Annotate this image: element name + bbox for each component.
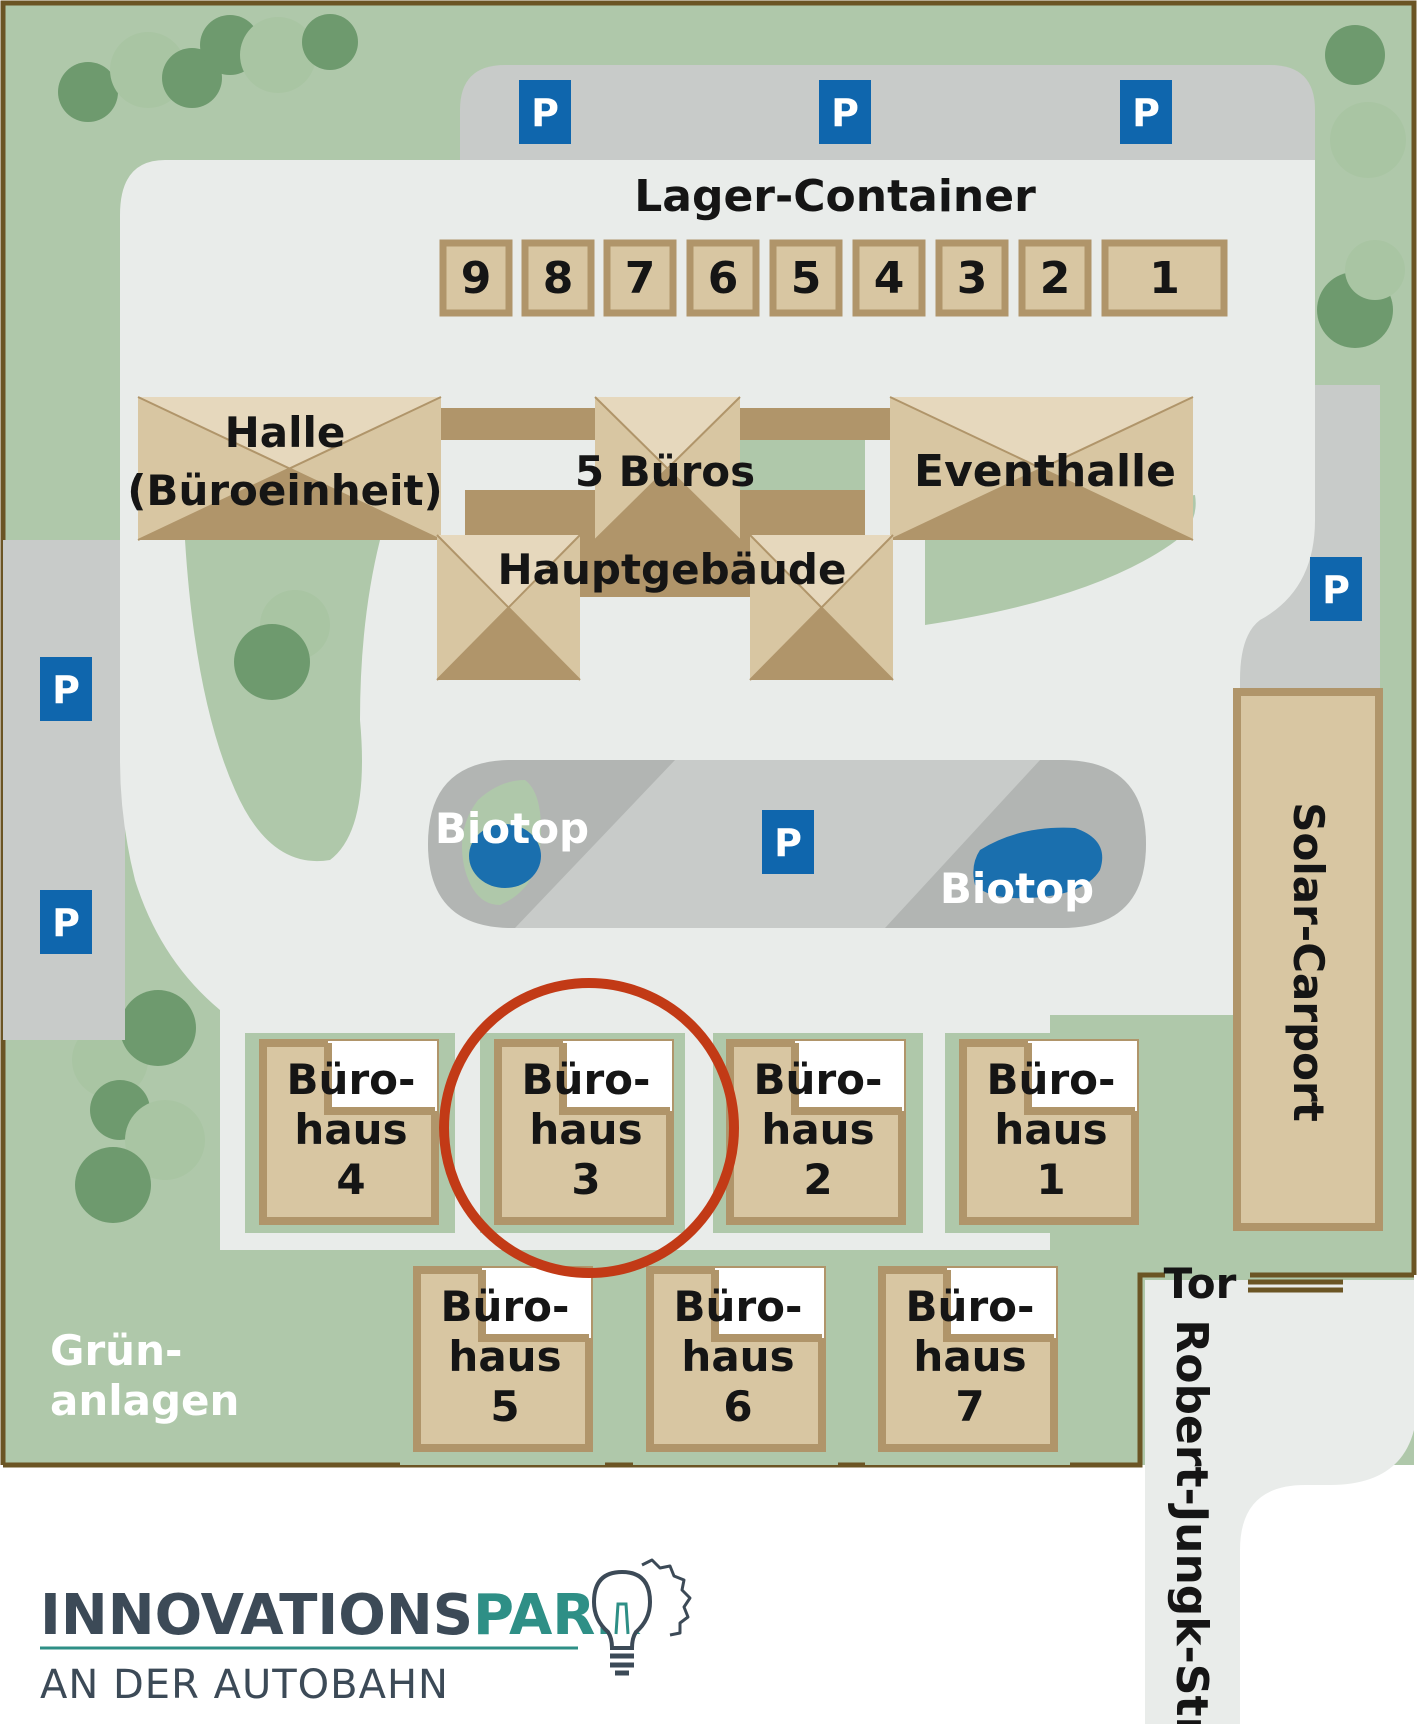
container-number: 2 <box>1040 253 1071 304</box>
container-number: 4 <box>874 253 905 304</box>
roof-hauptgebaeude-right <box>749 534 894 681</box>
parking-sign-icon: P <box>40 890 92 954</box>
office-label-number: 6 <box>723 1382 752 1431</box>
parking-sign-icon: P <box>519 80 571 144</box>
parking-sign-label: P <box>1132 91 1160 135</box>
highlight-circle <box>439 978 739 1278</box>
roof-hauptgebaeude-left <box>436 534 581 681</box>
gate-label: Tor <box>1164 1259 1237 1308</box>
logo-tagline: AN DER AUTOBAHN <box>40 1662 449 1708</box>
office-label-line1: Büro- <box>287 1055 416 1104</box>
container-number: 3 <box>957 253 988 304</box>
biotop-right-label: Biotop <box>940 864 1094 913</box>
logo-part1: INNOVATIONS <box>40 1583 473 1648</box>
office-label-line2: haus <box>529 1105 642 1154</box>
office-label-number: 3 <box>571 1155 600 1204</box>
solar-carport-roof <box>1233 688 1383 1231</box>
container-7: 7 <box>603 239 677 317</box>
lightbulb-gear-icon <box>591 1558 692 1676</box>
office-label-line2: haus <box>294 1105 407 1154</box>
office-label-line1: Büro- <box>674 1282 803 1331</box>
office-label-line1: Büro- <box>906 1282 1035 1331</box>
parking-sign-icon: P <box>1120 80 1172 144</box>
parking-sign-label: P <box>1322 568 1350 612</box>
parking-sign-label: P <box>531 91 559 135</box>
container-5: 5 <box>769 239 843 317</box>
container-number: 1 <box>1149 253 1180 304</box>
office-label-line2: haus <box>681 1332 794 1381</box>
office-label-number: 2 <box>803 1155 832 1204</box>
parking-sign-label: P <box>774 821 802 865</box>
office-houses: Büro-haus4Büro-haus3Büro-haus2Büro-haus1… <box>259 1039 1139 1452</box>
office-label-line1: Büro- <box>754 1055 883 1104</box>
container-number: 8 <box>543 253 574 304</box>
tree-lawn-2 <box>234 624 310 700</box>
roof-eventhalle <box>889 396 1194 541</box>
container-9: 9 <box>439 239 513 317</box>
parking-sign-label: P <box>52 901 80 945</box>
parking-sign-label: P <box>52 668 80 712</box>
container-number: 6 <box>708 253 739 304</box>
parking-sign-label: P <box>831 91 859 135</box>
container-6: 6 <box>686 239 760 317</box>
container-8: 8 <box>521 239 595 317</box>
fuenf-bueros-label: 5 Büros <box>575 447 755 496</box>
top-parking-area <box>460 65 1315 160</box>
lawn-left <box>185 540 380 862</box>
office-label-number: 4 <box>336 1155 365 1204</box>
street-area <box>1145 1280 1414 1724</box>
biotop-left-water <box>469 824 541 888</box>
eventhalle-label: Eventhalle <box>914 446 1176 497</box>
office-label-number: 5 <box>490 1382 519 1431</box>
office-label-line2: haus <box>448 1332 561 1381</box>
hauptgebaeude-label: Hauptgebäude <box>498 545 847 594</box>
green-label-line1: Grün- <box>50 1326 182 1375</box>
office-label-number: 1 <box>1036 1155 1065 1204</box>
street-label: Robert-Jungk-Str. <box>1166 1319 1217 1724</box>
parking-sign-icon: P <box>819 80 871 144</box>
office-label-line1: Büro- <box>987 1055 1116 1104</box>
roof-fuenf-bueros <box>594 396 741 541</box>
left-parking-area <box>3 540 125 1040</box>
container-2: 2 <box>1018 239 1092 317</box>
halle-label-line1: Halle <box>225 408 346 457</box>
office-label-line1: Büro- <box>522 1055 651 1104</box>
container-1: 1 <box>1101 239 1228 317</box>
container-number: 9 <box>461 253 492 304</box>
containers-title: Lager-Container <box>634 171 1036 222</box>
halle-label-line2: (Büroeinheit) <box>127 466 443 515</box>
parking-sign-icon: P <box>40 657 92 721</box>
logo: INNOVATIONSPARK AN DER AUTOBAHN <box>40 1558 692 1708</box>
roof-halle <box>137 396 442 541</box>
parking-sign-icon: P <box>1310 557 1362 621</box>
main-building-roofs <box>137 396 1194 681</box>
container-3: 3 <box>935 239 1009 317</box>
office-label-line2: haus <box>913 1332 1026 1381</box>
container-number: 7 <box>625 253 656 304</box>
biotop-left-label: Biotop <box>435 804 589 853</box>
office-label-number: 7 <box>955 1382 984 1431</box>
logo-wordmark: INNOVATIONSPARK <box>40 1583 641 1648</box>
container-number: 5 <box>791 253 822 304</box>
office-label-line2: haus <box>994 1105 1107 1154</box>
green-label-line2: anlagen <box>50 1376 239 1425</box>
container-4: 4 <box>852 239 926 317</box>
office-label-line1: Büro- <box>441 1282 570 1331</box>
trees <box>58 14 1406 1223</box>
solar-carport-label: Solar-Carport <box>1284 802 1333 1122</box>
office-label-line2: haus <box>761 1105 874 1154</box>
parking-sign-icon: P <box>762 810 814 874</box>
biotop-right-water <box>973 827 1103 899</box>
lawn-center <box>740 440 865 495</box>
